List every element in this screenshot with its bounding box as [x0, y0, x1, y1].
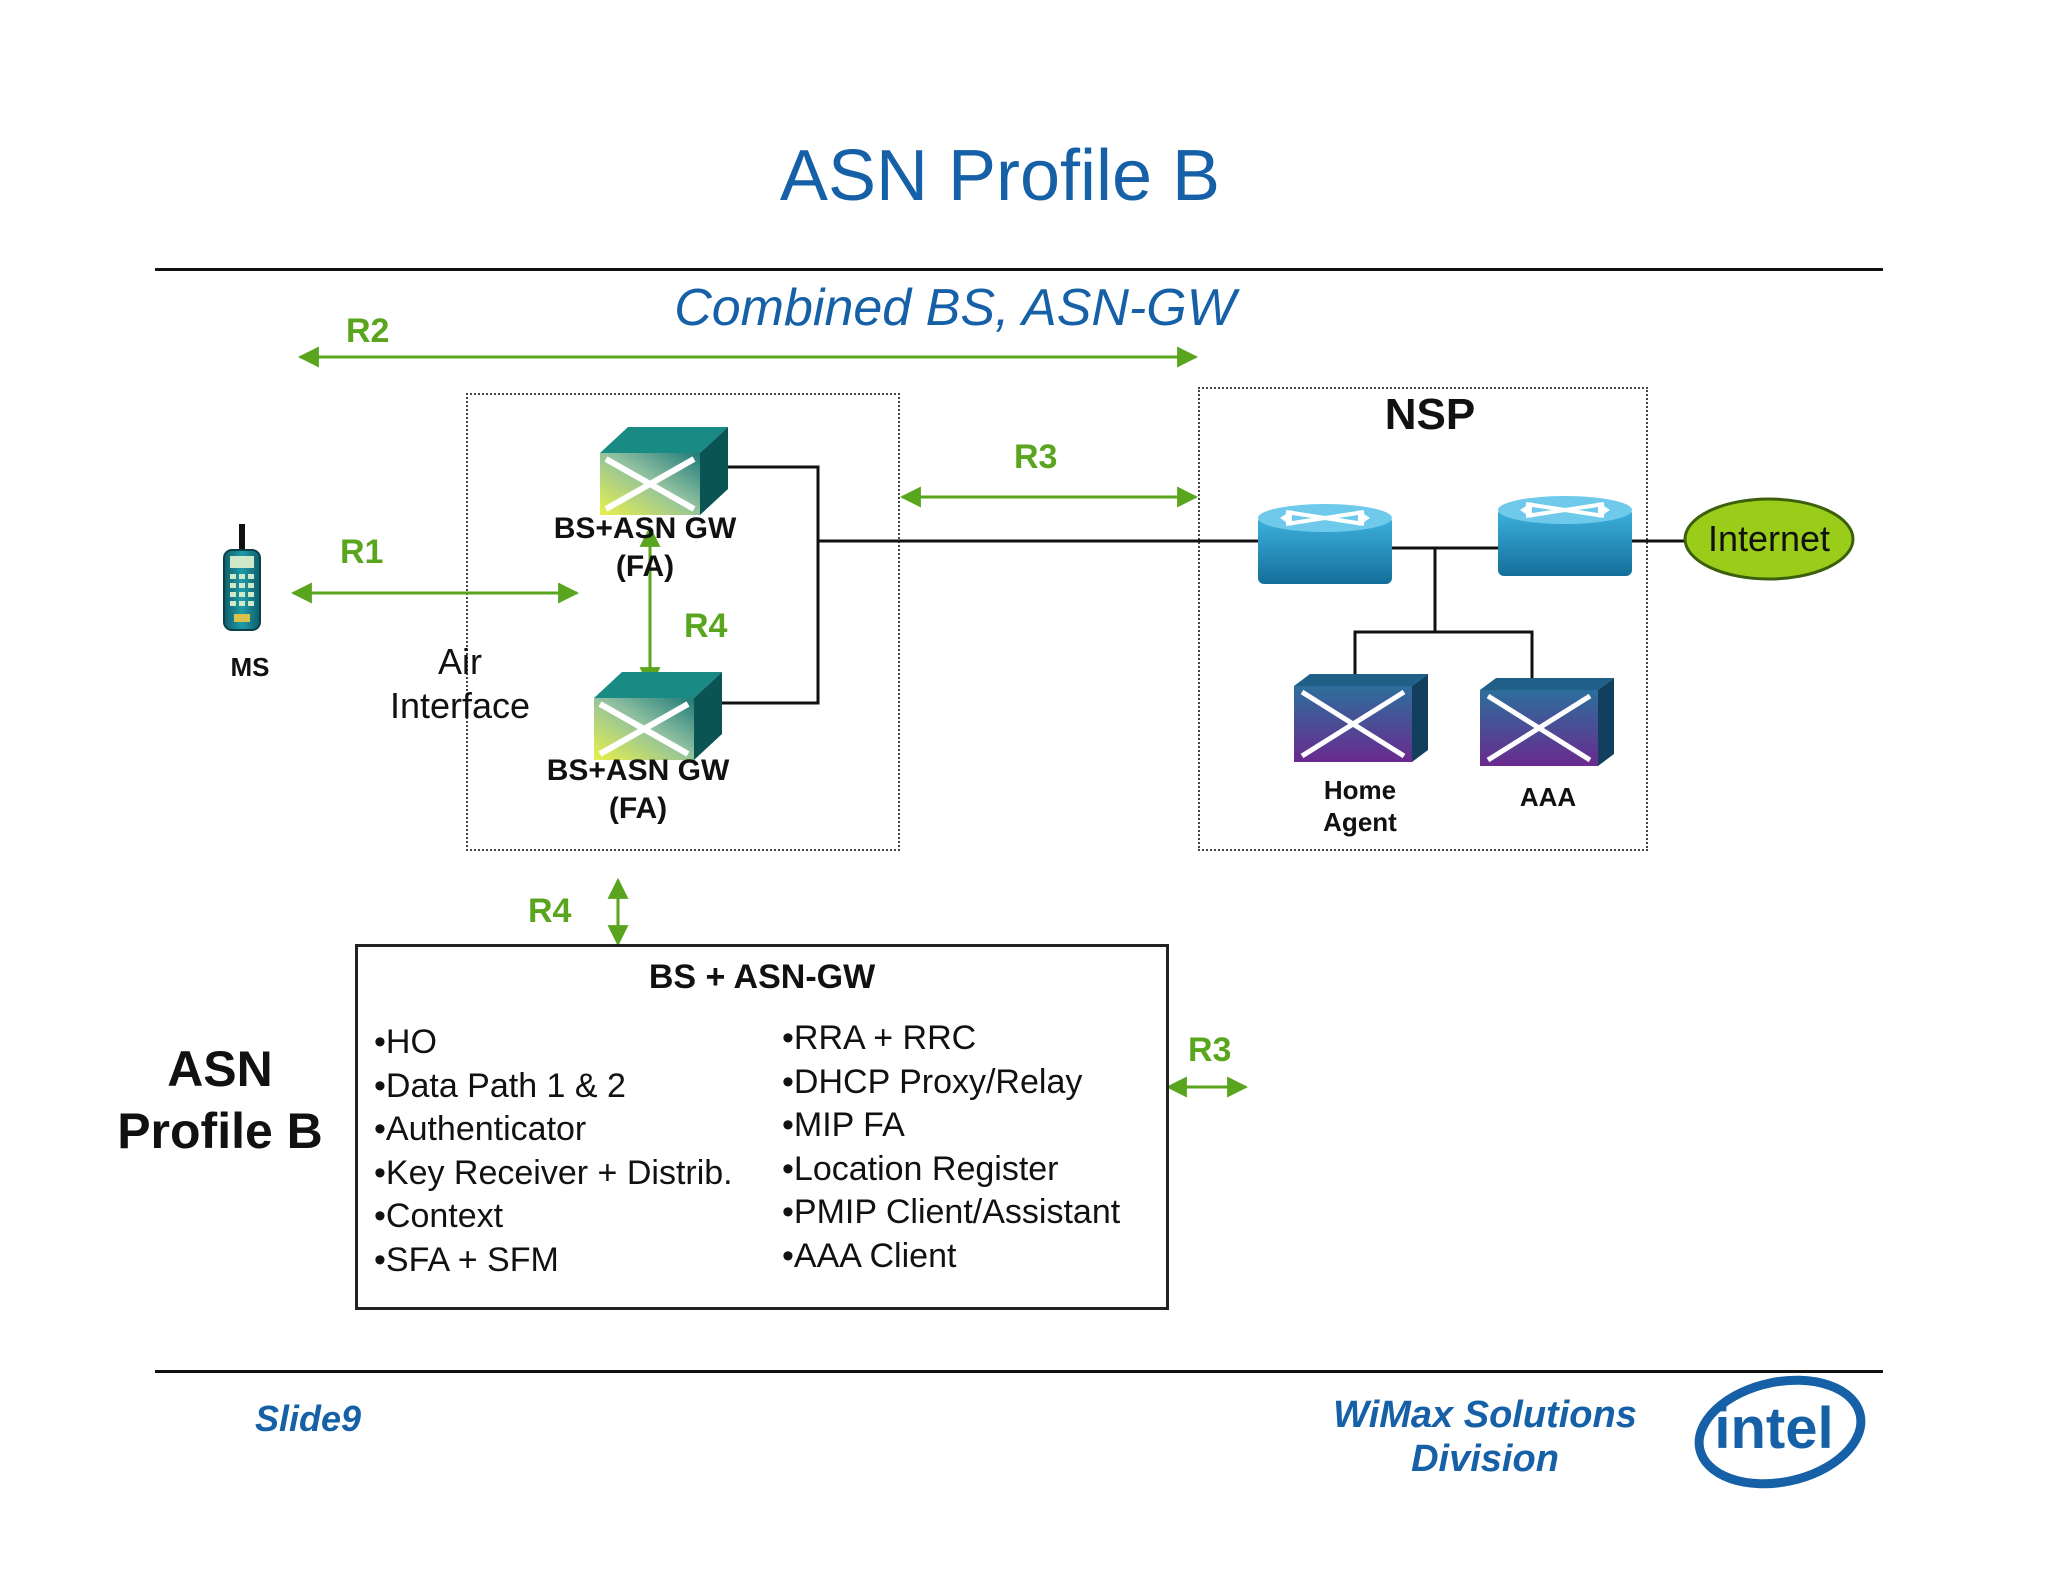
- functions-left-list: •HO •Data Path 1 & 2 •Authenticator •Key…: [374, 1021, 733, 1282]
- bs-top-uplink: [708, 465, 820, 705]
- functions-box-title: BS + ASN-GW: [648, 958, 876, 996]
- function-item: •DHCP Proxy/Relay: [782, 1062, 1083, 1101]
- slide-number: Slide9: [255, 1398, 362, 1439]
- diagram-subtitle: Combined BS, ASN-GW: [674, 279, 1236, 337]
- r4-between-label: R4: [684, 607, 728, 645]
- function-item: •Key Receiver + Distrib.: [374, 1153, 733, 1192]
- home-agent-aaa-branch: [1353, 630, 1534, 684]
- intel-logo: intel: [1694, 1375, 1866, 1489]
- functions-right-list: •RRA + RRC •DHCP Proxy/Relay •MIP FA •Lo…: [782, 1017, 1120, 1278]
- nsp-label: NSP: [1384, 390, 1476, 439]
- mobile-station-icon: [223, 524, 261, 631]
- bs-asn-gw-bottom-icon: [594, 672, 722, 760]
- internet-label: Internet: [1707, 518, 1831, 559]
- r4-bottom-label: R4: [528, 892, 572, 930]
- page-title: ASN Profile B: [779, 136, 1221, 216]
- nsp-group-box: [1198, 387, 1648, 851]
- function-item: •Context: [374, 1197, 504, 1235]
- home-agent-label: Home Agent: [1323, 775, 1397, 837]
- function-item: •AAA Client: [782, 1236, 957, 1275]
- asn-group-box: [466, 393, 900, 851]
- function-item: •Location Register: [782, 1149, 1059, 1188]
- home-agent-icon: [1294, 674, 1428, 762]
- bs-bottom-label: BS+ASN GW (FA): [546, 754, 730, 825]
- aaa-server-icon: [1480, 678, 1614, 766]
- function-item: •Authenticator: [374, 1110, 587, 1148]
- top-divider: [155, 268, 1883, 271]
- function-item: •HO: [374, 1023, 437, 1061]
- r2-label: R2: [346, 312, 390, 350]
- r3-right-label: R3: [1188, 1031, 1232, 1069]
- asn-profile-label: ASN Profile B: [117, 1041, 323, 1159]
- bottom-divider: [155, 1370, 1883, 1373]
- function-item: •SFA + SFM: [374, 1240, 559, 1279]
- router-right-icon: [1498, 496, 1632, 576]
- r1-label: R1: [340, 533, 384, 571]
- function-item: •MIP FA: [782, 1106, 905, 1144]
- aaa-label: AAA: [1519, 782, 1577, 812]
- bs-top-label: BS+ASN GW (FA): [553, 512, 737, 583]
- function-item: •Data Path 1 & 2: [374, 1066, 626, 1105]
- svg-text:intel: intel: [1714, 1396, 1833, 1461]
- internet-cloud: [1683, 497, 1855, 581]
- r3-top-label: R3: [1014, 438, 1058, 476]
- ms-label: MS: [230, 652, 270, 682]
- function-item: •RRA + RRC: [782, 1019, 977, 1057]
- bs-asn-gw-functions-box: [355, 944, 1169, 1310]
- air-interface-label: Air Interface: [389, 641, 531, 726]
- bs-asn-gw-top-icon: [600, 427, 728, 515]
- division-label: WiMax Solutions Division: [1333, 1394, 1637, 1480]
- router-left-icon: [1258, 504, 1392, 584]
- function-item: •PMIP Client/Assistant: [782, 1193, 1121, 1231]
